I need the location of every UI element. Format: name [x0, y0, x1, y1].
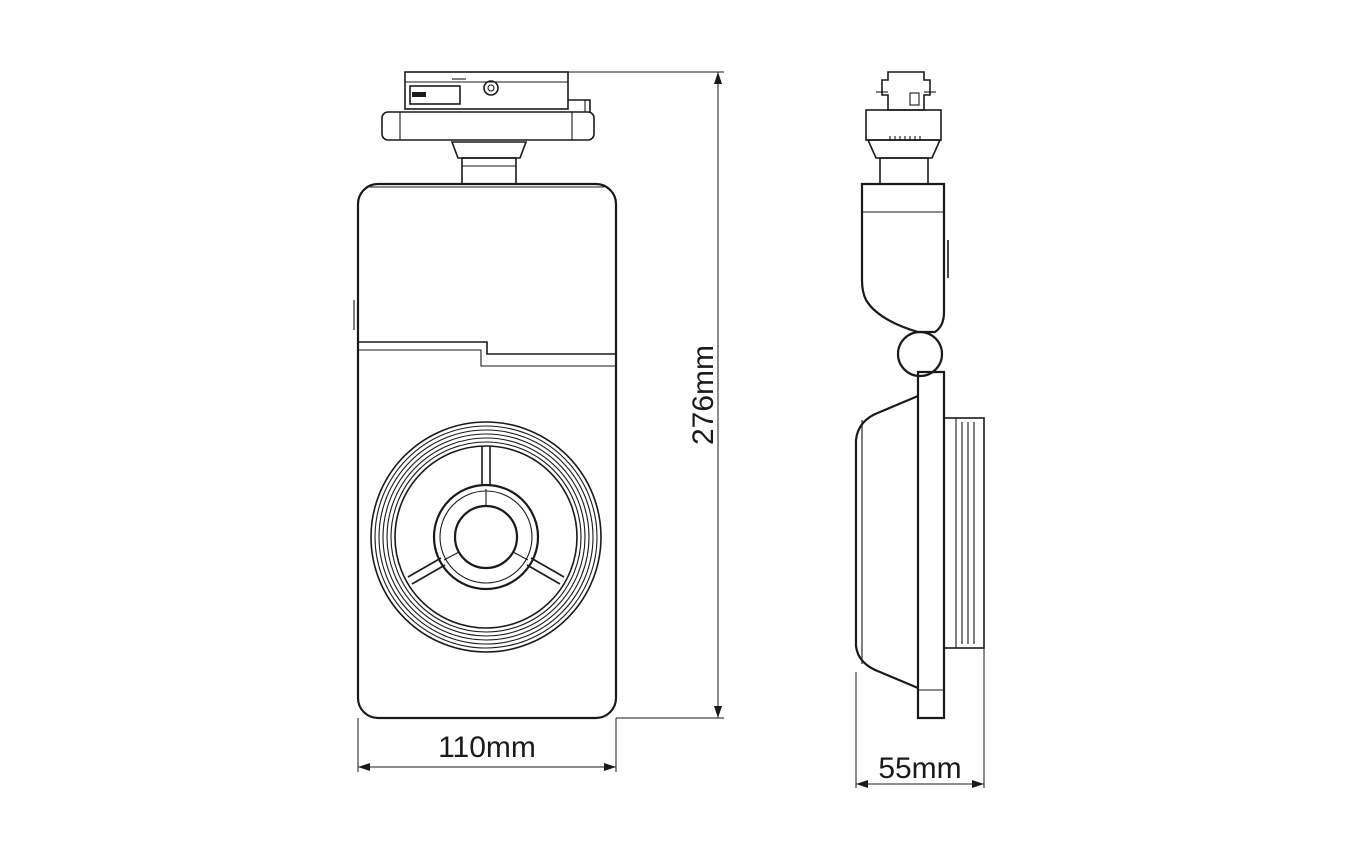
side-track-adapter: [865, 71, 942, 185]
side-view: 55mm: [854, 71, 985, 788]
front-track-adapter: [381, 71, 595, 185]
side-arm: [860, 182, 949, 378]
depth-label: 55mm: [878, 752, 961, 785]
height-dimension: 276mm: [568, 71, 724, 719]
front-view: 110mm 276mm: [353, 71, 724, 772]
front-lens-heatsink: [370, 421, 602, 653]
width-dimension: 110mm: [357, 718, 617, 772]
width-label: 110mm: [438, 731, 536, 764]
depth-dimension: 55mm: [855, 648, 985, 788]
front-body: [353, 182, 618, 720]
side-lamp-head: [854, 370, 985, 720]
height-label: 276mm: [687, 345, 720, 445]
side-adapter-teeth: [889, 136, 921, 141]
